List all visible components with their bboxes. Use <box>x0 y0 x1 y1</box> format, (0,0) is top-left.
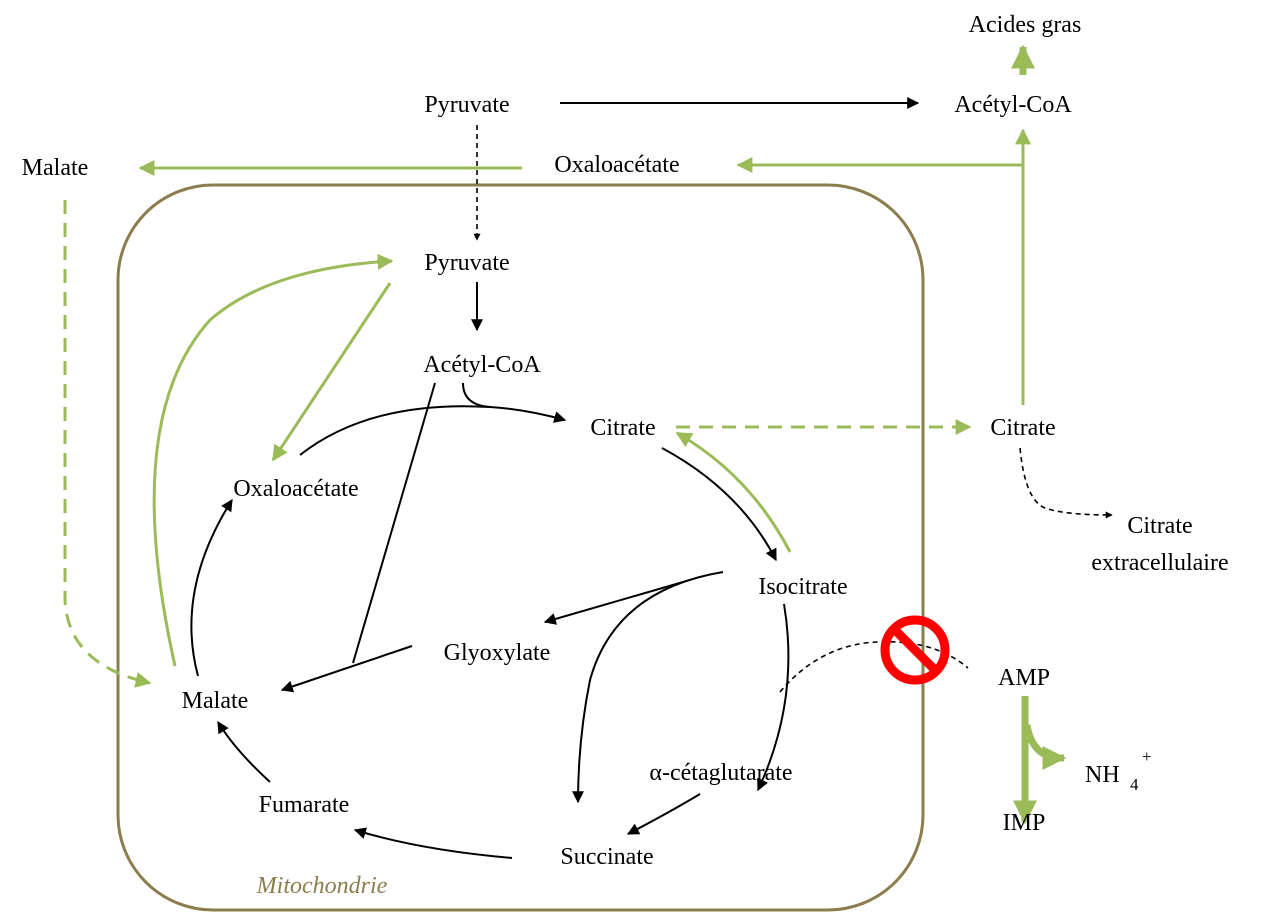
arrow-malate-transport-dashed <box>63 200 152 688</box>
label-citrate-extracellular-line2: extracellulaire <box>1091 550 1228 576</box>
arrow-alpha-ketoglutarate-to-succinate <box>626 793 701 835</box>
label-nh4-superscript: + <box>1142 747 1152 766</box>
arrow-acetyl-coa-join <box>462 382 491 408</box>
label-mitochondrie: Mitochondrie <box>256 873 388 899</box>
line-glyoxylate-to-malate <box>280 645 413 693</box>
label-acetyl-coa-cytosol: Acétyl-CoA <box>954 92 1072 118</box>
line-acetyl-coa-to-glyoxylate-join <box>352 382 436 664</box>
label-citrate-mito: Citrate <box>590 415 655 441</box>
arrow-fumarate-to-malate <box>217 720 271 783</box>
label-citrate-cytosol: Citrate <box>990 415 1055 441</box>
label-oxaloacetate-cytosol: Oxaloacétate <box>554 152 679 178</box>
label-glyoxylate: Glyoxylate <box>444 640 551 666</box>
label-amp: AMP <box>998 665 1050 691</box>
label-acetyl-coa-mito: Acétyl-CoA <box>423 352 541 378</box>
arrow-isocitrate-to-citrate <box>675 431 792 553</box>
arrow-amp-to-nh4 <box>1023 724 1067 770</box>
arrow-malate-to-oxaloacetate <box>190 498 233 677</box>
label-acides-gras: Acides gras <box>969 12 1082 38</box>
label-imp: IMP <box>1003 810 1046 836</box>
arrow-oxaloacetate-to-citrate <box>299 405 567 456</box>
label-citrate-extracellular-line1: Citrate <box>1127 513 1192 539</box>
arrow-pyruvate-to-oxaloacetate <box>271 282 392 462</box>
mitochondria-labels: Pyruvate Acétyl-CoA Citrate Oxaloacétate… <box>182 250 848 899</box>
label-alpha-ketoglutarate: α-cétaglutarate <box>649 760 792 786</box>
label-oxaloacetate-mito: Oxaloacétate <box>233 476 358 502</box>
arrow-citrate-to-isocitrate <box>661 447 777 562</box>
label-nh4-subscript: 4 <box>1130 775 1139 794</box>
line-amp-to-alpha-ketoglutarate-dashed <box>779 640 969 693</box>
label-malate-cytosol: Malate <box>22 155 89 181</box>
arrow-isocitrate-to-glyoxylate <box>543 581 684 625</box>
mitochondria-membrane <box>116 183 925 912</box>
black-pathway-arrows <box>190 97 1113 859</box>
label-malate-mito: Malate <box>182 688 249 714</box>
arrow-malate-to-pyruvate <box>152 253 394 667</box>
arrow-succinate-to-fumarate <box>353 827 513 859</box>
arrow-citrate-to-extracellular <box>1019 447 1113 519</box>
cytosol-labels: Acides gras Pyruvate Acétyl-CoA Oxaloacé… <box>22 12 1229 836</box>
label-isocitrate: Isocitrate <box>758 574 847 600</box>
label-pyruvate-cytosol: Pyruvate <box>424 92 509 118</box>
arrow-isocitrate-to-succinate <box>572 571 724 804</box>
label-fumarate: Fumarate <box>259 792 350 818</box>
label-nh4: NH <box>1085 762 1120 788</box>
label-succinate: Succinate <box>560 844 653 870</box>
green-pathway-arrows <box>63 44 1067 825</box>
label-pyruvate-mito: Pyruvate <box>424 250 509 276</box>
arrow-isocitrate-to-alpha-ketoglutarate <box>757 603 790 792</box>
prohibition-icon <box>880 615 950 685</box>
